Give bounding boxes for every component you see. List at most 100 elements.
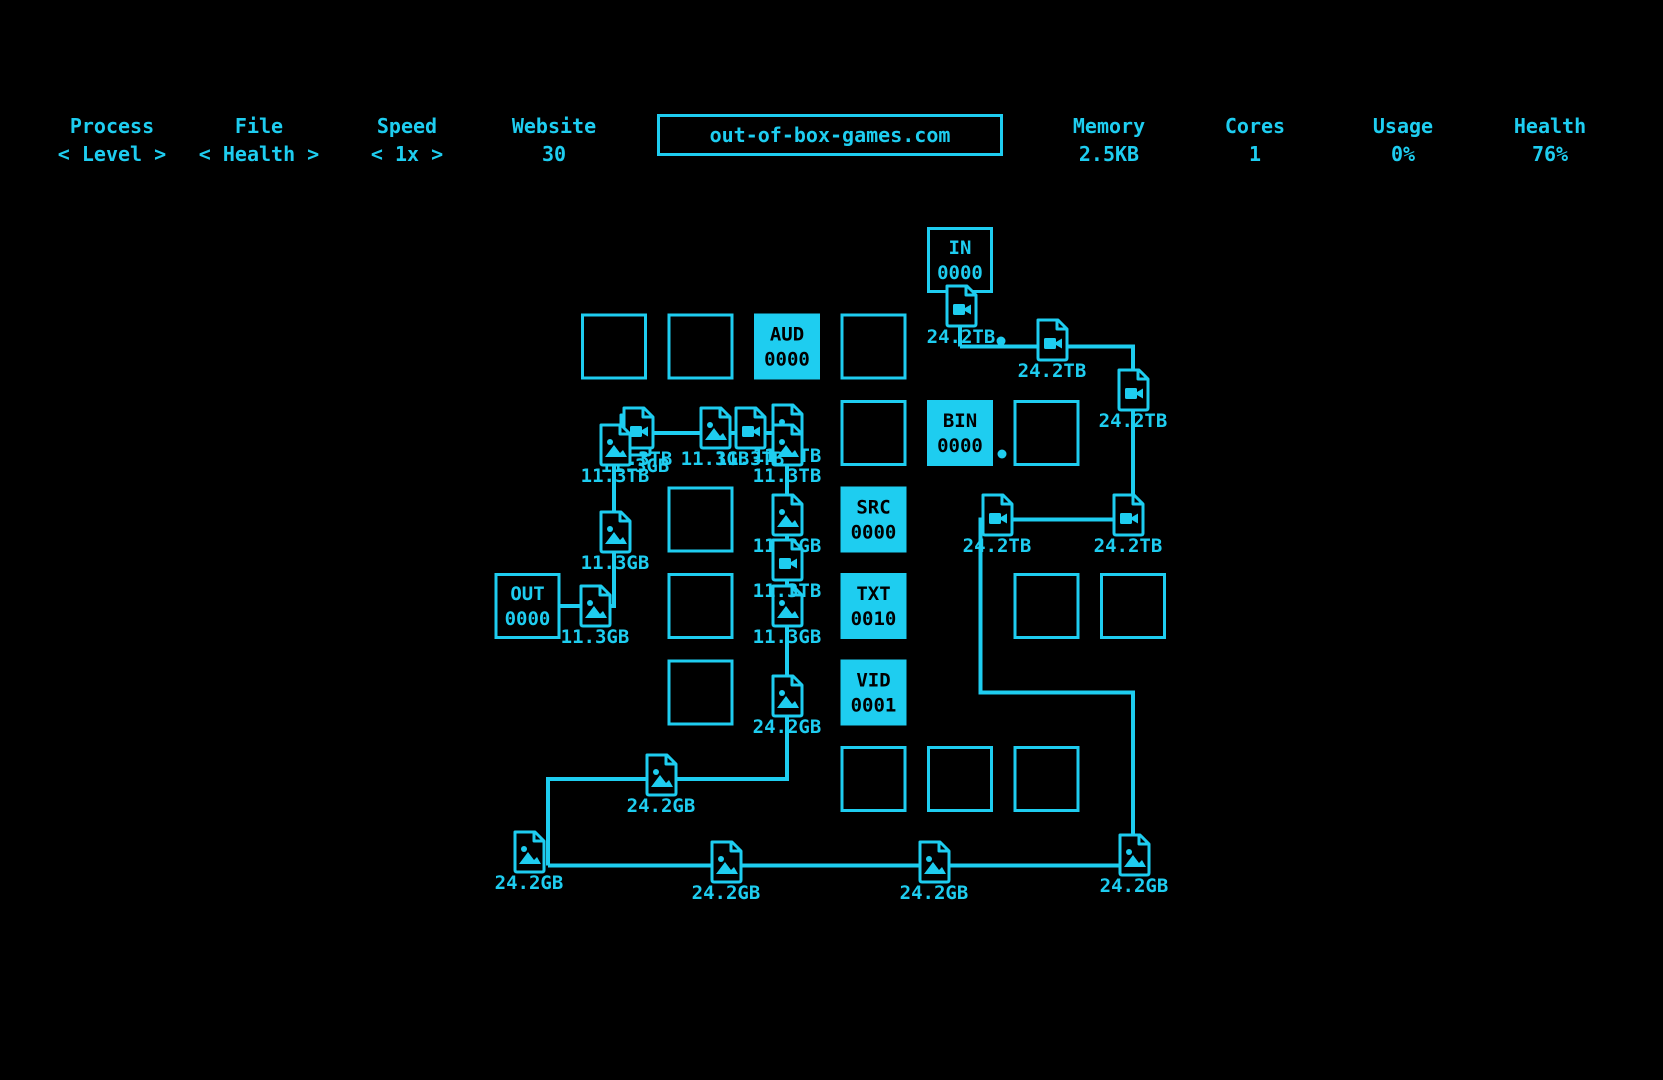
empty-slot[interactable] — [840, 400, 907, 466]
image-file-icon — [1118, 833, 1151, 877]
file-value: Health — [222, 142, 296, 166]
packet[interactable]: 11.3TB — [716, 406, 785, 470]
website-url-link[interactable]: out-of-box-games.com — [657, 114, 1003, 156]
file-selector: File < Health > — [184, 112, 334, 168]
wire — [560, 433, 616, 608]
packet-size-label: 11.3GB — [581, 552, 650, 574]
packet-size-label: 24.2TB — [1099, 410, 1168, 432]
file-next-arrow[interactable]: > — [307, 142, 320, 166]
packet[interactable]: 24.2TB — [1018, 318, 1087, 382]
empty-slot[interactable] — [840, 746, 907, 812]
packet[interactable]: 11.3GB — [581, 510, 650, 574]
empty-slot[interactable] — [1100, 573, 1166, 639]
packet[interactable]: 24.2TB — [1099, 368, 1168, 432]
packet-size-label: 24.2GB — [627, 795, 696, 817]
speed-selector: Speed < 1x > — [332, 112, 482, 168]
node-in[interactable]: IN 0000 — [927, 227, 993, 293]
health-value: 76% — [1531, 142, 1569, 166]
website-url-text: out-of-box-games.com — [709, 123, 951, 147]
packet-size-label: 24.2TB — [927, 326, 996, 348]
packet[interactable]: 11.3GB — [681, 406, 750, 470]
packet-size-label: 24.2GB — [1100, 875, 1169, 897]
speed-next-arrow[interactable]: > — [431, 142, 444, 166]
packet[interactable]: 11.3GB — [561, 584, 630, 648]
packet-size-label: 11.3TB — [581, 465, 650, 487]
process-selector: Process < Level > — [37, 112, 187, 168]
image-file-icon — [710, 840, 743, 884]
packet[interactable]: 11.3TB — [753, 423, 822, 487]
packet-size-label: 11.3TB — [716, 448, 785, 470]
speed-value: 1x — [394, 142, 420, 166]
node-name: VID — [856, 670, 890, 692]
memory-label: Memory — [1072, 114, 1146, 138]
packet[interactable]: 24.2TB — [927, 284, 996, 348]
video-file-icon — [1036, 318, 1069, 362]
node-box — [840, 486, 907, 553]
empty-slot[interactable] — [667, 313, 734, 380]
process-next-arrow[interactable]: > — [154, 142, 167, 166]
usage-label: Usage — [1372, 114, 1434, 138]
packet[interactable]: 11.3TB — [753, 538, 822, 602]
packet[interactable]: 24.2GB — [495, 830, 564, 894]
packet[interactable]: 24.2GB — [900, 840, 969, 904]
empty-slot[interactable] — [840, 313, 907, 380]
video-file-icon — [734, 406, 767, 450]
image-file-icon — [513, 830, 546, 874]
packet[interactable]: 11.3GB — [753, 584, 822, 648]
image-file-icon — [645, 753, 678, 797]
image-file-icon — [599, 510, 632, 554]
node-count: 0010 — [851, 608, 897, 630]
packet[interactable]: 24.2GB — [627, 753, 696, 817]
video-file-icon — [1112, 493, 1145, 537]
node-count: 0001 — [851, 695, 897, 717]
empty-slot[interactable] — [667, 486, 734, 553]
node-box — [840, 659, 907, 726]
node-name: SRC — [856, 497, 890, 519]
empty-slot[interactable] — [1013, 746, 1080, 812]
file-prev-arrow[interactable]: < — [198, 142, 211, 166]
packet[interactable]: 24.2TB — [1094, 493, 1163, 557]
packet[interactable]: 24.2GB — [1100, 833, 1169, 897]
cores-label: Cores — [1224, 114, 1286, 138]
packet[interactable]: 24.2GB — [692, 840, 761, 904]
packet-size-label: 24.2GB — [753, 716, 822, 738]
image-file-icon — [699, 406, 732, 450]
packet-size-label: 11.3GB — [753, 626, 822, 648]
packet-size-label: 11.3GB — [561, 626, 630, 648]
empty-slot[interactable] — [1013, 573, 1080, 639]
website-label: Website — [511, 114, 597, 138]
packet[interactable]: 24.2TB — [963, 493, 1032, 557]
empty-slot[interactable] — [667, 573, 734, 639]
video-file-icon — [771, 538, 804, 582]
packet-layer: 24.2TB 24.2TB 24.2TB 24.2TB 24.2TB 24.2GB 24.2… — [495, 284, 1169, 904]
usage-stat: Usage 0% — [1328, 112, 1478, 168]
empty-slot[interactable] — [667, 659, 734, 726]
empty-slot[interactable] — [581, 313, 647, 380]
video-file-icon — [945, 284, 978, 328]
packet[interactable]: 11.3TB — [581, 423, 650, 487]
node-count: 0000 — [937, 262, 983, 284]
packet[interactable]: 24.2GB — [753, 674, 822, 738]
node-vid[interactable]: VID 0001 — [840, 659, 907, 726]
process-prev-arrow[interactable]: < — [57, 142, 70, 166]
node-name: AUD — [770, 324, 804, 346]
image-file-icon — [918, 840, 951, 884]
slot-grid — [581, 313, 1166, 812]
empty-slot[interactable] — [1013, 400, 1080, 466]
website-value: 30 — [541, 142, 567, 166]
node-name: OUT — [510, 583, 544, 605]
junction-dot — [997, 449, 1007, 459]
packet-size-label: 24.2GB — [692, 882, 761, 904]
health-stat: Health 76% — [1475, 112, 1625, 168]
website-stat: Website 30 — [479, 112, 629, 168]
speed-prev-arrow[interactable]: < — [370, 142, 383, 166]
empty-slot[interactable] — [927, 746, 993, 812]
video-file-icon — [1117, 368, 1150, 412]
node-box — [927, 400, 993, 466]
node-name: IN — [949, 237, 972, 259]
